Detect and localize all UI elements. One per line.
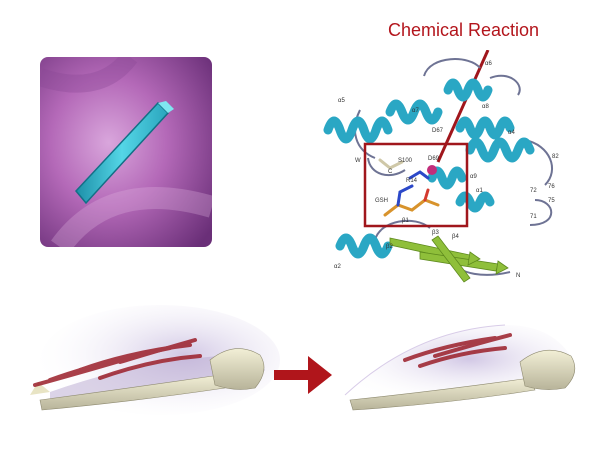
label-c: C — [388, 169, 393, 175]
fish-before-image — [20, 300, 280, 435]
label-71: 71 — [530, 214, 537, 220]
label-alpha1: α1 — [476, 188, 483, 194]
label-d69: D69 — [428, 156, 440, 162]
red-tissue-right — [403, 333, 512, 368]
label-alpha7: α7 — [412, 108, 419, 114]
label-alpha6: α6 — [485, 61, 492, 67]
label-alpha5: α5 — [338, 98, 345, 104]
label-82: 82 — [552, 154, 559, 160]
label-75: 75 — [548, 198, 555, 204]
fish-after-image — [335, 300, 595, 435]
label-d67: D67 — [432, 128, 444, 134]
label-beta3: β3 — [432, 230, 439, 236]
label-gsh: GSH — [375, 198, 388, 204]
crystal-image — [40, 57, 212, 247]
label-72: 72 — [530, 188, 537, 194]
label-beta4: β4 — [452, 234, 459, 240]
label-w: W — [355, 158, 361, 164]
alpha-helices — [323, 78, 535, 259]
label-76: 76 — [548, 184, 555, 190]
label-beta2: β2 — [386, 244, 393, 250]
label-alpha4: α4 — [508, 130, 515, 136]
label-s100: S100 — [398, 158, 413, 164]
skull-left — [209, 348, 265, 390]
gsh-ligand — [378, 158, 440, 217]
active-site-box — [363, 142, 469, 228]
spine-right — [349, 377, 536, 411]
label-alpha2: α2 — [334, 264, 341, 270]
chemical-reaction-label: Chemical Reaction — [388, 20, 540, 40]
label-alpha9: α9 — [470, 174, 477, 180]
beta-sheet — [389, 235, 509, 283]
red-tissue-left — [33, 338, 202, 387]
protein-structure-diagram: α6 α5 α7 α8 α4 α9 α1 α2 D67 D69 S100 W C… — [320, 49, 590, 290]
skull-right — [519, 349, 576, 390]
transition-arrow — [270, 350, 335, 400]
label-n: N — [516, 273, 520, 279]
label-r14: R14 — [406, 178, 418, 184]
label-alpha8: α8 — [482, 104, 489, 110]
label-beta1: β1 — [402, 218, 409, 224]
